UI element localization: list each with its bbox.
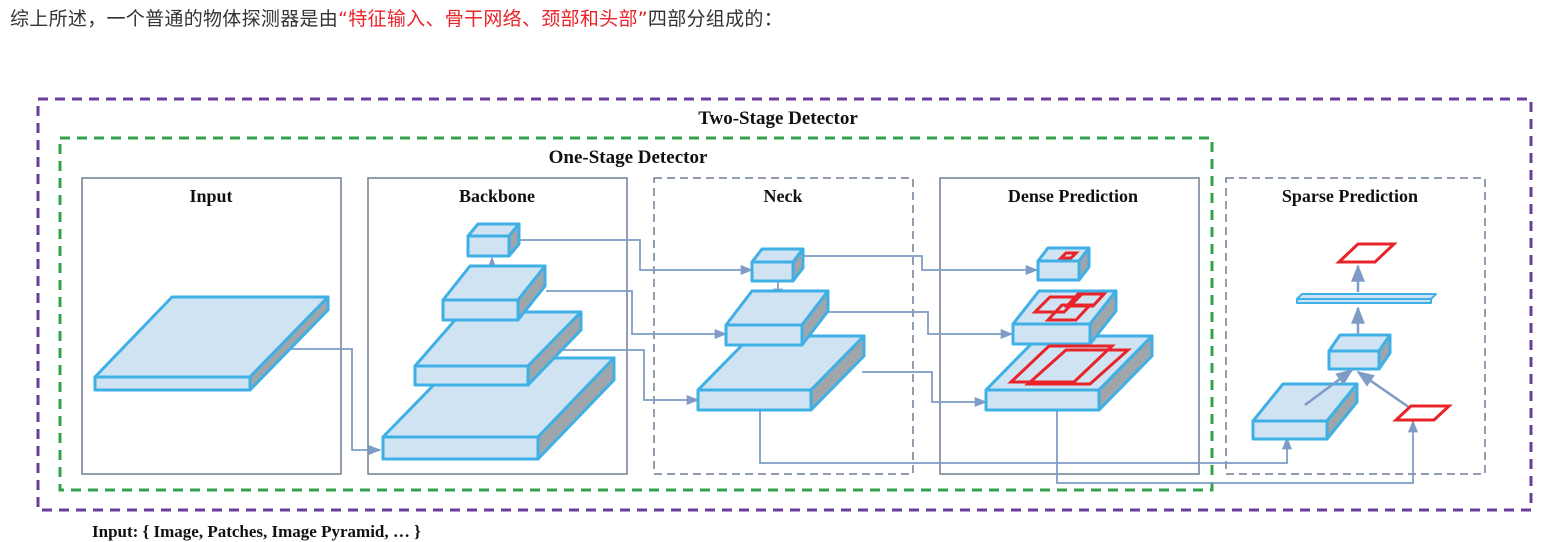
input-image-slab — [93, 295, 330, 392]
sparse-panel — [1225, 177, 1486, 475]
dense-prediction-label: Dense Prediction — [1008, 186, 1138, 206]
input-to-backbone-arrow — [248, 348, 382, 456]
dense-level-2 — [1011, 289, 1118, 346]
sparse-proposal-box — [1392, 404, 1453, 422]
backbone-level-2 — [413, 310, 583, 387]
sparse-pooled-feature — [1327, 333, 1392, 371]
input-types-caption: Input: { Image, Patches, Image Pyramid, … — [92, 522, 421, 541]
one-stage-frame — [58, 136, 1214, 492]
dense-box-large-2 — [1024, 348, 1132, 386]
neck-level-3 — [750, 247, 805, 283]
sparse-output-box — [1335, 242, 1398, 264]
sparse-roi-to-pool-arrow — [1304, 368, 1354, 407]
sparse-box-to-pool-arrow — [1356, 370, 1411, 410]
neck-panel — [653, 177, 914, 475]
dense-level-3 — [1036, 246, 1091, 282]
intro-after: 四部分组成的： — [647, 8, 784, 30]
dense-panel — [939, 177, 1200, 475]
backbone-level-4 — [466, 222, 521, 258]
two-stage-title: Two-Stage Detector — [698, 108, 858, 129]
neck-level-1 — [696, 334, 866, 412]
sparse-prediction-label: Sparse Prediction — [1282, 186, 1418, 206]
input-label: Input — [189, 186, 232, 206]
sparse-roi-feature — [1251, 382, 1359, 441]
backbone-top-to-neck-arrow — [519, 239, 754, 276]
dense-box-small — [1057, 251, 1080, 260]
intro-highlight: “特征输入、骨干网络、颈部和头部” — [338, 8, 648, 30]
input-panel — [81, 177, 342, 475]
intro-sentence: 综上所述，一个普通的物体探测器是由“特征输入、骨干网络、颈部和头部”四部分组成的… — [10, 6, 783, 32]
dense-box-mid-3 — [1063, 292, 1108, 308]
neck-top-to-dense-arrow — [804, 255, 1039, 276]
intro-before: 综上所述，一个普通的物体探测器是由 — [10, 8, 339, 30]
backbone-label: Backbone — [459, 186, 535, 206]
backbone-low-to-neck-arrow — [555, 349, 700, 406]
sparse-fc-layer — [1296, 293, 1437, 304]
neck-label: Neck — [764, 186, 803, 206]
one-stage-title: One-Stage Detector — [549, 147, 708, 168]
neck-low-to-dense-arrow — [862, 371, 988, 408]
backbone-level-3 — [441, 264, 547, 322]
neck-level-2 — [724, 289, 830, 347]
dense-to-sparse-arrow — [1056, 410, 1419, 484]
backbone-mid-to-neck-arrow — [546, 290, 728, 340]
dense-box-large-1 — [1007, 344, 1116, 384]
neck-mid-to-dense-arrow — [826, 311, 1014, 340]
backbone-panel — [367, 177, 628, 475]
